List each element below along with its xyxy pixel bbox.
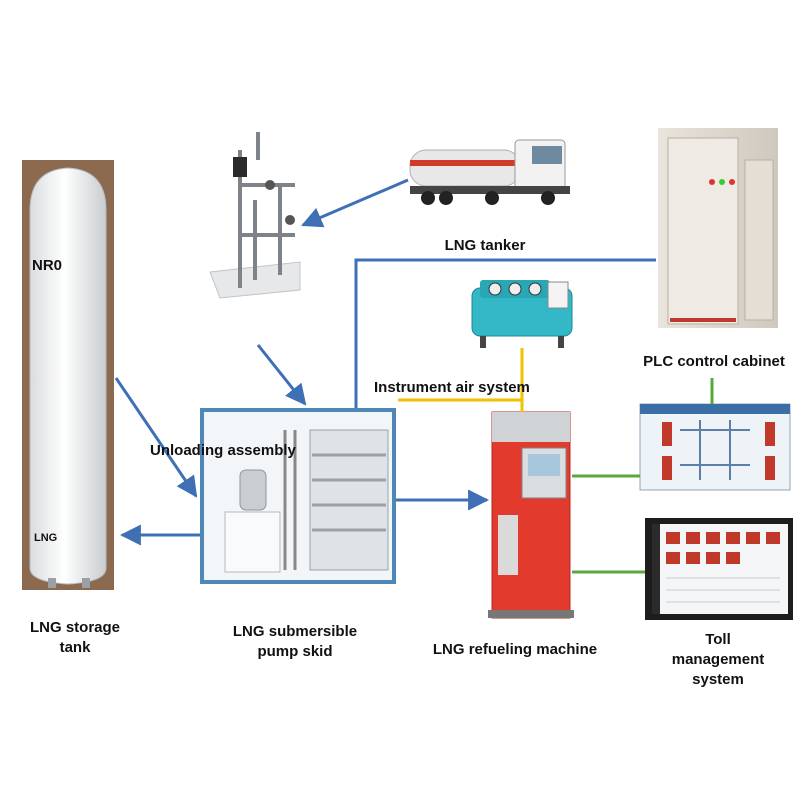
toll-management-screen-image xyxy=(645,518,793,620)
tank-marking-top: NR0 xyxy=(32,257,63,274)
line-plc-to-skid xyxy=(354,258,656,408)
scada-screen-image xyxy=(639,403,791,491)
lng-tanker-image xyxy=(409,139,570,205)
lng-refueling-machine-image xyxy=(488,411,574,619)
plc-control-cabinet-image xyxy=(658,128,778,328)
unloading-assembly-image xyxy=(209,132,301,299)
plc-cabinet-label: PLC control cabinet xyxy=(643,353,785,370)
instrument-air-label: Instrument air system xyxy=(374,379,530,396)
pump-skid-label: LNG submersible pump skid xyxy=(232,623,358,660)
tank-marking-bottom: LNG xyxy=(34,532,58,544)
instrument-air-system-image xyxy=(471,280,573,348)
lng-submersible-pump-skid-image xyxy=(200,408,396,584)
arrow-tanker-to-unloading xyxy=(301,178,409,228)
lng-storage-tank-image xyxy=(22,160,114,590)
storage-tank-label: LNG storage tank xyxy=(29,619,120,656)
refueling-machine-label: LNG refueling machine xyxy=(432,641,598,658)
tanker-label: LNG tanker xyxy=(444,237,526,254)
toll-system-label: Toll management system xyxy=(671,631,765,688)
arrow-tank-to-skid xyxy=(114,377,198,498)
arrow-unloading-to-skid xyxy=(256,344,307,406)
unloading-assembly-label: Unloading assembly xyxy=(150,442,296,459)
